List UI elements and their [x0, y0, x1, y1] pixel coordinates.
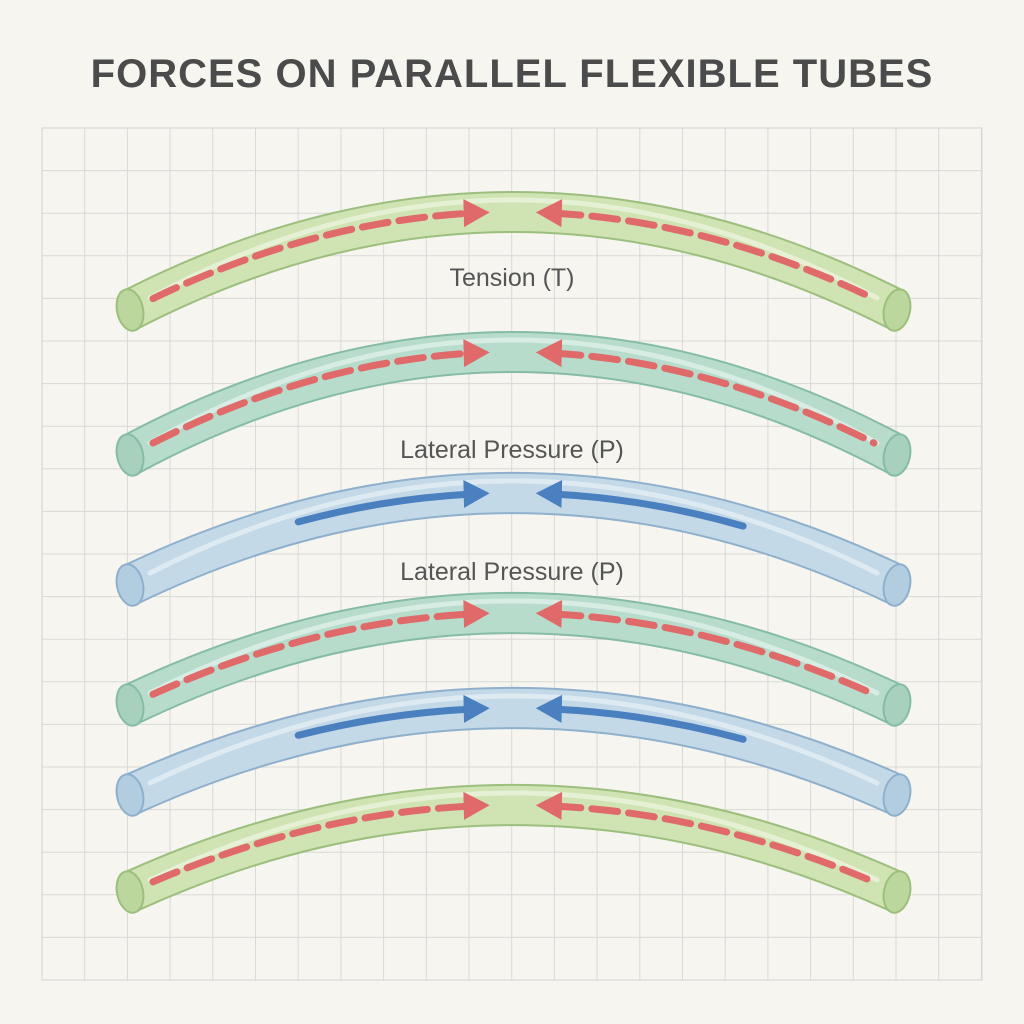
tube-2-right-force-line: [551, 349, 878, 447]
tube-3-left-force-line: [294, 490, 475, 526]
tube-6: [115, 784, 912, 914]
tube-1-right-cap: [882, 288, 912, 332]
tube-2-right-arrowhead: [535, 339, 563, 368]
tube-5-highlight: [147, 693, 880, 786]
page-title: FORCES ON PARALLEL FLEXIBLE TUBES: [90, 52, 934, 96]
tube-3-left-cap: [115, 563, 145, 607]
tube-3-right-cap: [882, 563, 912, 607]
tube-1-left-cap: [115, 288, 145, 332]
tube-2-left-force-line: [149, 349, 475, 447]
tube-5: [115, 687, 912, 817]
tube-2-highlight: [147, 337, 880, 446]
tube-5-left-force-line: [294, 705, 475, 739]
tube-6-right-cap: [882, 870, 912, 914]
tube-2-right-cap: [882, 433, 912, 477]
tube-5-right-force-line: [551, 705, 747, 743]
tube-1: [115, 191, 912, 332]
tube-5-right-arrowhead: [535, 694, 563, 723]
tube-3-left-arrowhead: [463, 479, 490, 508]
tube-4-right-force-line: [551, 610, 878, 698]
tube-6-highlight: [147, 790, 880, 883]
tube-4-left-arrowhead: [463, 599, 490, 628]
tension-label: Tension (T): [449, 264, 574, 292]
tube-6-left-arrowhead: [463, 791, 490, 820]
tube-4-left-force-line: [149, 610, 475, 698]
tube-6-right-force-line: [551, 802, 878, 886]
tube-2-left-cap: [115, 433, 145, 477]
tube-1-highlight: [147, 197, 880, 301]
tube-5-right-cap: [882, 773, 912, 817]
tube-2-left-arrowhead: [463, 339, 490, 368]
tube-5-left-cap: [115, 773, 145, 817]
tube-4-right-cap: [882, 683, 912, 727]
tube-4-left-cap: [115, 683, 145, 727]
tube-1-left-force-line: [149, 209, 475, 303]
tube-3-body: [121, 474, 906, 603]
tube-5-body: [122, 689, 905, 813]
tube-3-right-arrowhead: [535, 479, 563, 508]
tube-3-right-force-line: [551, 490, 747, 530]
tube-4-highlight: [147, 598, 880, 696]
tube-1-right-arrowhead: [535, 199, 563, 228]
lateral-pressure-label-1: Lateral Pressure (P): [400, 436, 624, 464]
tube-5-left-arrowhead: [463, 694, 490, 723]
tubes-layer: [115, 191, 912, 914]
tube-6-left-force-line: [149, 802, 475, 886]
tube-4-right-arrowhead: [535, 599, 563, 628]
labels-layer: Tension (T) Lateral Pressure (P) Lateral…: [400, 264, 624, 586]
tube-6-right-arrowhead: [535, 791, 563, 820]
tube-3: [115, 472, 912, 607]
tube-4: [115, 592, 912, 727]
tube-1-left-arrowhead: [463, 199, 490, 228]
lateral-pressure-label-2: Lateral Pressure (P): [400, 558, 624, 586]
tube-3-highlight: [147, 478, 880, 576]
tube-2: [115, 331, 912, 477]
tube-1-right-force-line: [551, 209, 878, 303]
tube-6-left-cap: [115, 870, 145, 914]
